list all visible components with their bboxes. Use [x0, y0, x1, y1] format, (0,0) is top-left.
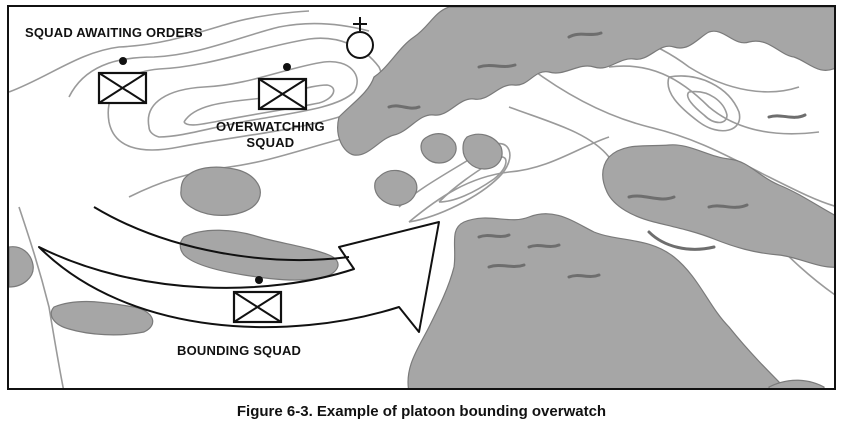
woods-edge — [767, 113, 807, 119]
woods-area — [50, 300, 154, 336]
woods-edge — [627, 194, 676, 201]
contour-line — [18, 206, 65, 388]
woods-area — [420, 133, 457, 164]
contour-line — [68, 22, 370, 98]
contour-line — [107, 37, 383, 151]
leader-circle — [346, 31, 374, 59]
woods-area — [179, 229, 339, 281]
contour-line — [438, 156, 507, 203]
contour-line — [183, 84, 335, 126]
map-frame: SQUAD AWAITING ORDERS OVERWATCHING SQUAD… — [7, 5, 836, 390]
woods-edge — [527, 243, 561, 249]
overwatching-squad-symbol — [257, 63, 308, 111]
bounding-squad-symbol — [232, 276, 283, 324]
woods-edge — [567, 273, 601, 279]
squad-size-dot — [119, 57, 127, 65]
woods-edge — [477, 233, 511, 239]
vegetation — [9, 7, 834, 388]
contour-line — [608, 65, 820, 135]
woods-edge — [647, 230, 716, 251]
contour-lines — [9, 10, 834, 388]
contour-line — [508, 106, 610, 158]
woods-edge — [477, 63, 517, 69]
platoon-leader-symbol — [346, 17, 374, 59]
contour-line — [408, 136, 610, 223]
contour-line — [667, 75, 741, 132]
figure-caption: Figure 6-3. Example of platoon bounding … — [236, 403, 607, 420]
bounding-arrow-inner — [93, 206, 350, 261]
infantry-cross — [258, 78, 307, 110]
woods-area — [407, 213, 786, 388]
overwatching-label-line1: OVERWATCHING — [216, 119, 325, 134]
bounding-squad-label: BOUNDING SQUAD — [177, 343, 302, 358]
squad-size-dot — [255, 276, 263, 284]
contour-line — [398, 142, 511, 223]
leader-plus — [353, 17, 367, 31]
woods-area — [9, 246, 34, 288]
infantry-cross — [98, 72, 147, 104]
contour-line — [528, 66, 834, 207]
contour-line — [147, 60, 358, 138]
squad-awaiting-orders-symbol — [97, 57, 148, 105]
woods-edge — [707, 203, 749, 209]
woods-edge — [567, 31, 603, 39]
overwatching-label-line2: SQUAD — [246, 135, 295, 150]
woods-edge — [487, 263, 526, 269]
contour-line — [686, 90, 728, 124]
bounding-arrow — [38, 221, 440, 333]
woods-area — [337, 7, 834, 156]
infantry-cross — [233, 291, 282, 323]
woods-area — [462, 133, 503, 170]
squad-awaiting-orders-label: SQUAD AWAITING ORDERS — [25, 25, 203, 40]
terrain-map — [9, 7, 834, 388]
overwatching-squad-label: OVERWATCHING SQUAD — [216, 119, 325, 151]
contour-line — [9, 10, 310, 93]
squad-size-dot — [283, 63, 291, 71]
contour-line — [128, 136, 350, 198]
woods-area — [768, 379, 825, 388]
woods-edge — [387, 104, 421, 110]
woods-edges — [387, 31, 807, 279]
woods-area — [374, 169, 418, 206]
woods-area — [180, 166, 261, 216]
